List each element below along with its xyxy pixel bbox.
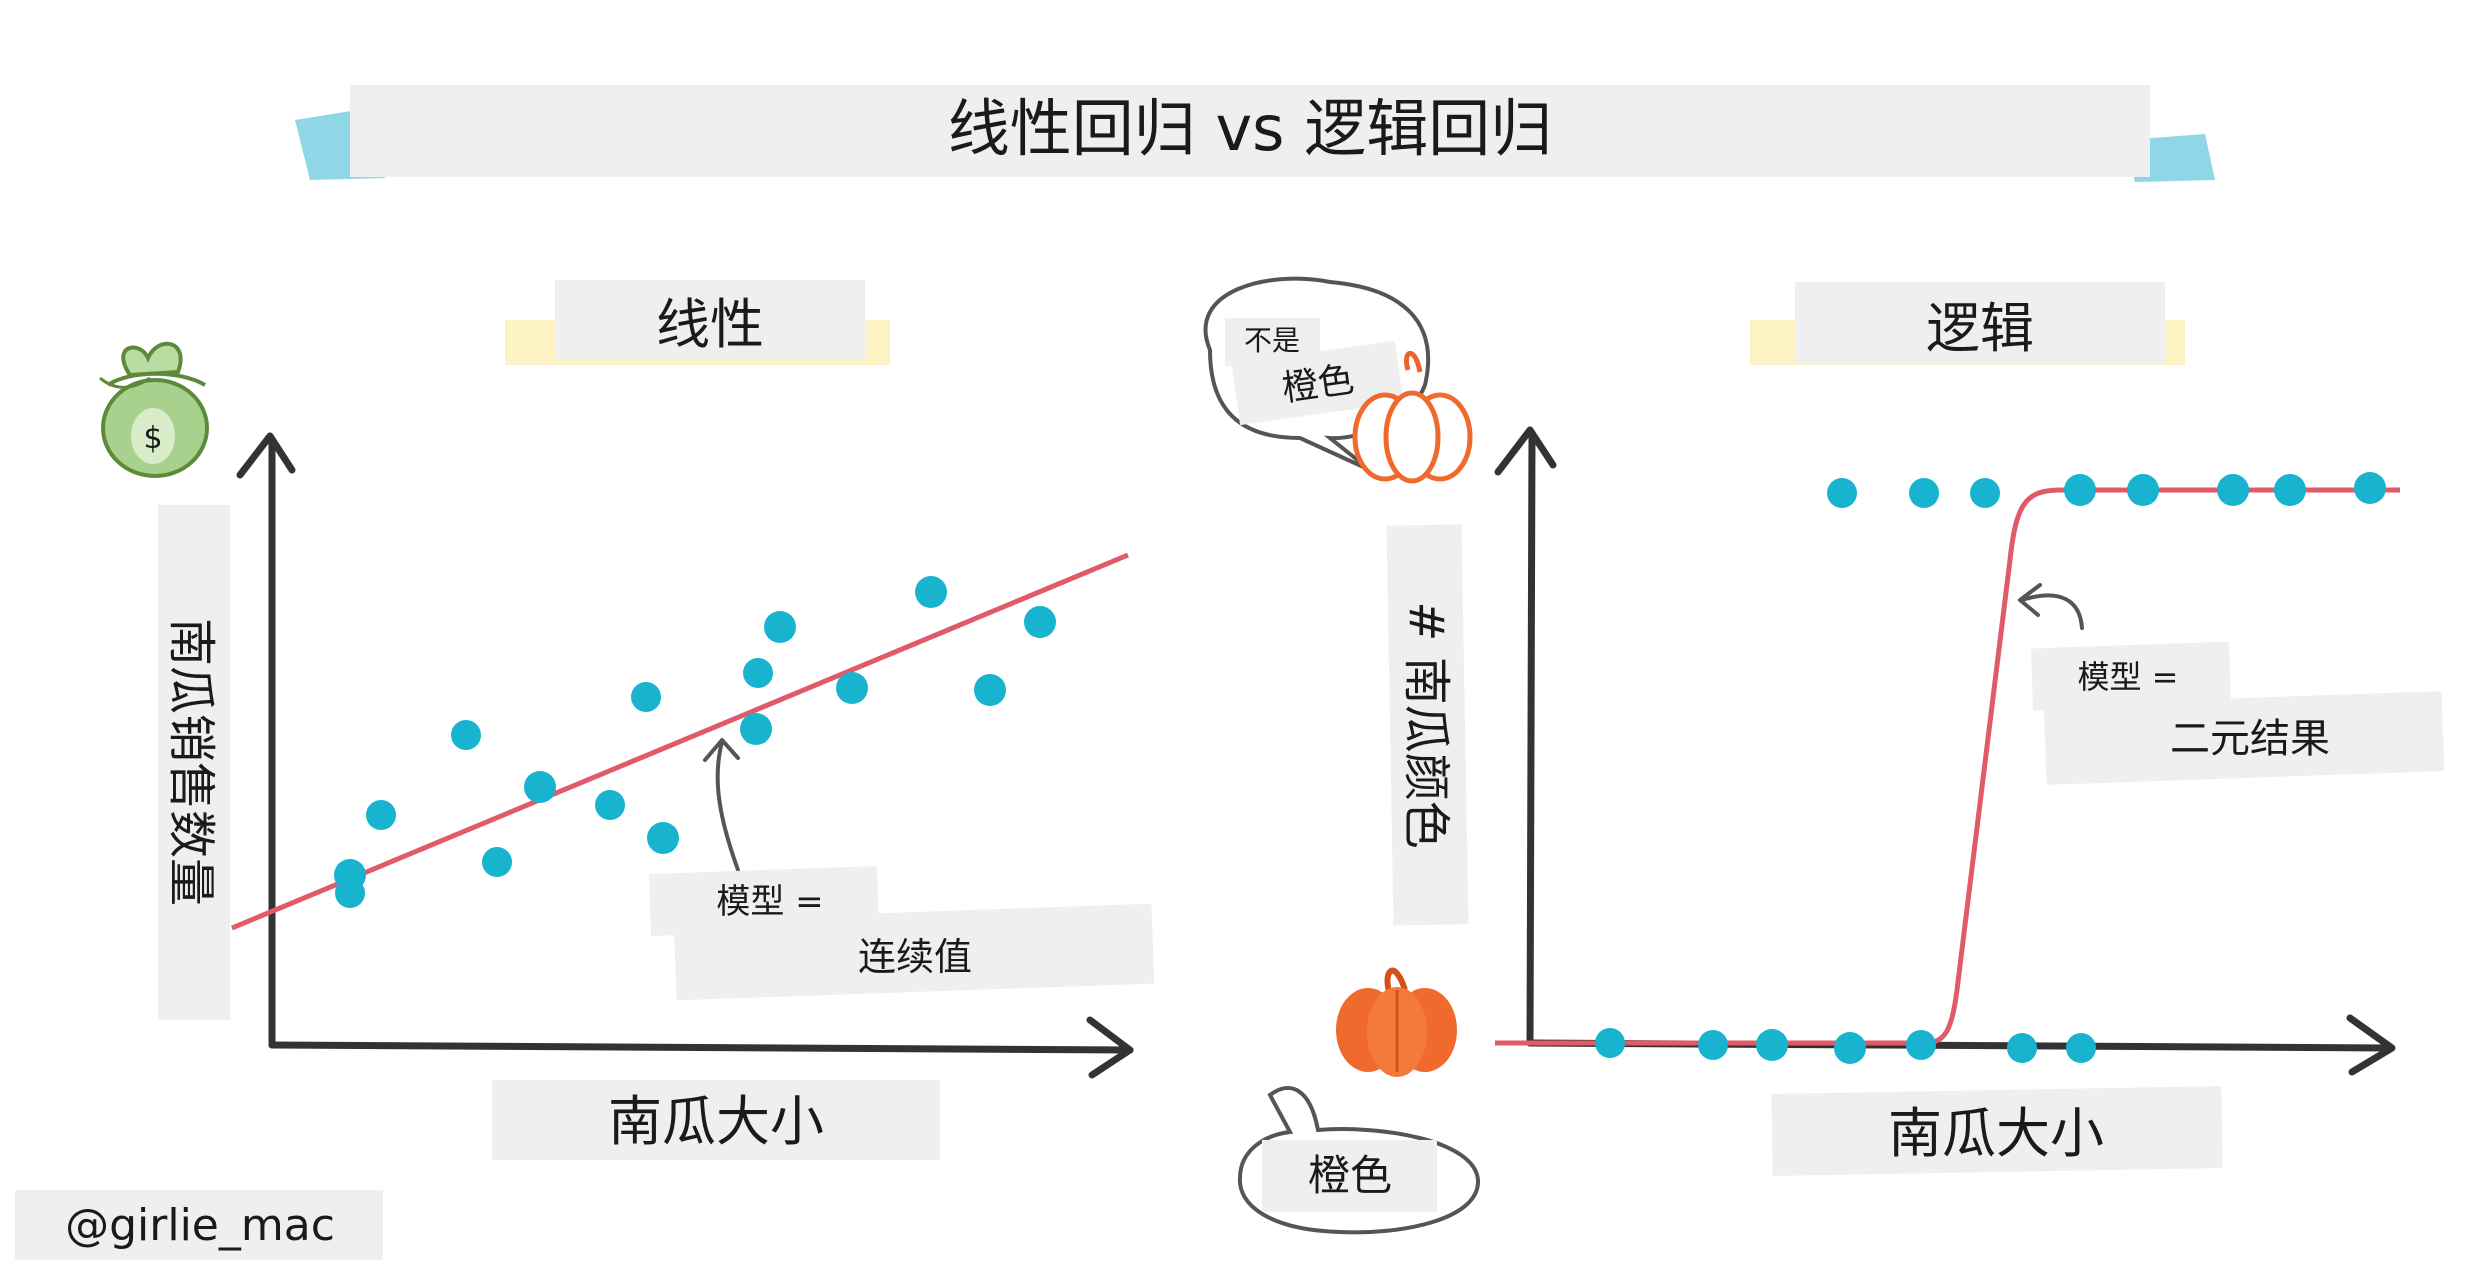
money-symbol: $ [143, 421, 162, 456]
data-point [2007, 1033, 2037, 1063]
data-point [2217, 474, 2249, 506]
linear-points [334, 576, 1056, 908]
data-point [1970, 478, 2000, 508]
bubble-bottom-text: 橙色 [1308, 1151, 1392, 1200]
logistic-y-label: # 南瓜颜色 [1386, 524, 1469, 926]
logistic-heading: 逻辑 [1750, 282, 2185, 365]
orange-pumpkin-icon [1336, 967, 1457, 1077]
data-point [2274, 474, 2306, 506]
linear-model-value: 连续值 [858, 935, 972, 979]
data-point [1698, 1030, 1728, 1060]
linear-x-label-text: 南瓜大小 [608, 1090, 824, 1153]
logistic-x-label: 南瓜大小 [1771, 1086, 2223, 1176]
data-point [915, 576, 947, 608]
linear-x-label: 南瓜大小 [492, 1080, 940, 1160]
bubble-top-small-text: 不是 [1244, 324, 1300, 357]
logistic-points-top [1827, 472, 2386, 508]
linear-y-label: 南瓜销售数量 [158, 505, 230, 1020]
white-pumpkin-icon [1352, 350, 1473, 484]
linear-model-annotation: 模型 = 连续值 [648, 738, 1155, 1001]
data-point [1756, 1029, 1788, 1061]
data-point [335, 878, 365, 908]
data-point [451, 720, 481, 750]
money-bag-icon: $ [99, 341, 209, 478]
linear-model-label: 模型 = [716, 882, 823, 922]
data-point [1906, 1030, 1936, 1060]
logistic-model-label: 模型 = [2078, 658, 2179, 696]
data-point [764, 611, 796, 643]
bubble-top-main-text: 橙色 [1280, 359, 1357, 410]
data-point [743, 658, 773, 688]
logistic-y-label-text: # 南瓜颜色 [1398, 601, 1454, 848]
linear-heading: 线性 [505, 280, 890, 365]
title-banner: 线性回归 vs 逻辑回归 [295, 85, 2215, 182]
data-point [2066, 1033, 2096, 1063]
logistic-points-bottom [1595, 1028, 2096, 1064]
logistic-sigmoid-line [1495, 487, 2400, 1046]
data-point [1827, 478, 1857, 508]
credit-text: @girlie_mac [65, 1200, 335, 1251]
page-title: 线性回归 vs 逻辑回归 [948, 92, 1552, 165]
data-point [1595, 1028, 1625, 1058]
speech-bubble-bottom: 橙色 [1237, 1086, 1481, 1235]
logistic-model-annotation: 模型 = 二元结果 [2018, 583, 2445, 785]
credit-tag: @girlie_mac [15, 1190, 383, 1260]
data-point [974, 674, 1006, 706]
data-point [2064, 474, 2096, 506]
data-point [836, 672, 868, 704]
data-point [2127, 474, 2159, 506]
data-point [647, 822, 679, 854]
logistic-heading-text: 逻辑 [1926, 297, 2034, 360]
data-point [2354, 472, 2386, 504]
logistic-x-label-text: 南瓜大小 [1888, 1102, 2104, 1165]
data-point [631, 682, 661, 712]
linear-axes [236, 432, 1134, 1079]
data-point [1834, 1032, 1866, 1064]
linear-y-label-text: 南瓜销售数量 [163, 618, 219, 906]
data-point [1024, 606, 1056, 638]
linear-regression-line [231, 552, 1129, 931]
data-point [1909, 478, 1939, 508]
linear-heading-text: 线性 [656, 293, 764, 356]
logistic-model-value: 二元结果 [2170, 716, 2330, 762]
data-point [524, 771, 556, 803]
data-point [366, 800, 396, 830]
data-point [595, 790, 625, 820]
data-point [740, 713, 772, 745]
data-point [482, 847, 512, 877]
